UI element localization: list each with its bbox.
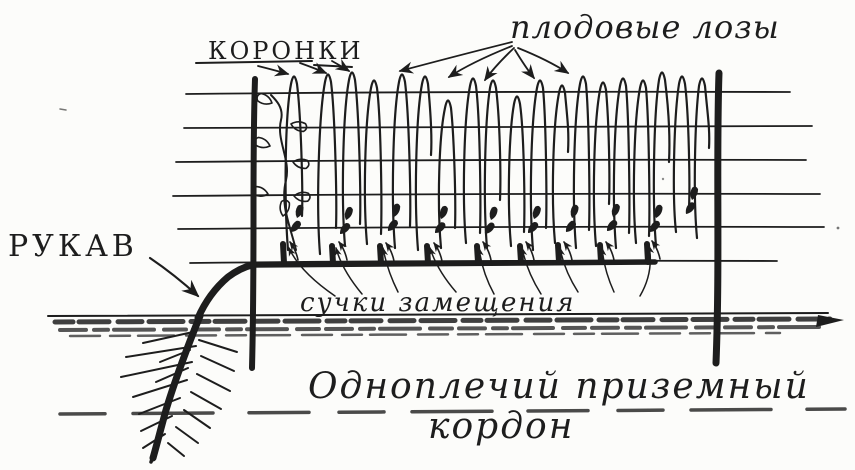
fruiting-cane bbox=[462, 77, 482, 245]
spur bbox=[280, 241, 287, 266]
fruiting-cane bbox=[572, 75, 591, 250]
root bbox=[142, 433, 166, 449]
spurs-label-arrow bbox=[428, 246, 457, 293]
scan-smudge-line bbox=[58, 407, 847, 416]
fruiting-cane bbox=[529, 79, 548, 252]
root bbox=[200, 355, 235, 372]
crowns-arrow bbox=[299, 62, 328, 74]
spur-shoot-arrow bbox=[605, 241, 615, 261]
fruiting-canes-arrow bbox=[514, 49, 535, 80]
fruiting-canes-arrow bbox=[517, 47, 570, 74]
spurs-label-arrow bbox=[520, 246, 542, 295]
fruiting-cane bbox=[363, 79, 383, 246]
spur-shoot-arrow bbox=[433, 242, 443, 262]
replacement-spurs-label: сучки замещения bbox=[300, 288, 575, 318]
spur-shoot-arrow bbox=[651, 240, 661, 260]
fruiting-cane bbox=[652, 71, 671, 248]
root bbox=[125, 345, 197, 358]
spur bbox=[377, 243, 384, 266]
spur bbox=[329, 243, 336, 266]
scan-specks bbox=[59, 108, 840, 230]
spurs-label-arrow bbox=[288, 247, 336, 297]
spur-shoot-arrow bbox=[563, 241, 573, 261]
arm-label: РУКАВ bbox=[8, 229, 138, 264]
root bbox=[142, 331, 194, 344]
root bbox=[138, 397, 181, 415]
root bbox=[190, 391, 222, 410]
trellis-posts bbox=[249, 69, 723, 371]
fruiting-cane bbox=[672, 75, 691, 234]
root bbox=[183, 409, 211, 429]
fruiting-canes-arrow bbox=[398, 41, 513, 74]
spur bbox=[424, 243, 431, 266]
caption-line2: кордон bbox=[428, 406, 574, 447]
label-arrows bbox=[148, 41, 655, 298]
spur bbox=[597, 242, 604, 265]
root bbox=[198, 339, 238, 353]
soil-band-taper bbox=[816, 315, 844, 327]
trellis-wire bbox=[177, 225, 825, 230]
root bbox=[140, 415, 173, 432]
fruiting-cane bbox=[551, 84, 570, 245]
spurs-label-arrow bbox=[476, 246, 495, 295]
caption-line1: Одноплечий приземный bbox=[308, 366, 810, 407]
root bbox=[175, 426, 199, 444]
fruiting-cane bbox=[612, 77, 631, 250]
crowns-arrow bbox=[257, 64, 290, 77]
fruiting-canes-arrow bbox=[484, 47, 515, 82]
trellis-wire bbox=[175, 158, 807, 163]
spur bbox=[644, 241, 651, 265]
spurs-label-arrow bbox=[334, 246, 363, 295]
spurs-label-arrow bbox=[557, 246, 579, 293]
left-post bbox=[249, 76, 258, 371]
spur-shoot-arrow bbox=[385, 242, 395, 262]
spur-shoot-arrow bbox=[482, 241, 492, 261]
spur bbox=[474, 243, 481, 265]
fruiting-cane bbox=[507, 95, 526, 248]
fruiting-cane bbox=[317, 73, 338, 256]
root-system bbox=[120, 312, 238, 464]
fruiting-canes-arrow bbox=[447, 45, 513, 78]
leafy-shoot bbox=[250, 91, 312, 251]
root bbox=[132, 379, 188, 398]
spur bbox=[517, 243, 524, 265]
fruiting-cane bbox=[391, 73, 412, 250]
spur bbox=[555, 242, 562, 265]
arm-trunk bbox=[194, 261, 256, 322]
cordon-arm bbox=[194, 259, 658, 322]
spurs-label-arrow bbox=[639, 244, 655, 297]
root bbox=[155, 367, 189, 383]
arm-arrow bbox=[148, 256, 200, 298]
fruiting-cane bbox=[437, 99, 457, 250]
crowns-label: КОРОНКИ bbox=[208, 37, 364, 65]
fruiting-cane bbox=[592, 81, 611, 248]
trellis-wire bbox=[185, 90, 791, 95]
fruiting-canes-label: плодовые лозы bbox=[510, 8, 780, 46]
spurs-label-arrow bbox=[599, 246, 615, 293]
root bbox=[167, 442, 185, 457]
trellis-wire bbox=[172, 192, 821, 197]
spur-shoot-arrow bbox=[525, 241, 535, 261]
horizontal-cordon bbox=[249, 259, 658, 268]
fruiting-cane bbox=[414, 75, 433, 252]
fruiting-cane bbox=[632, 79, 651, 245]
spur-shoot-arrow bbox=[338, 241, 348, 261]
fruiting-cane bbox=[693, 77, 711, 240]
crowns-underline bbox=[195, 60, 353, 68]
right-post bbox=[712, 69, 723, 367]
root bbox=[196, 373, 231, 392]
root bbox=[120, 361, 193, 378]
fruiting-cane bbox=[341, 71, 362, 248]
root bbox=[159, 349, 191, 363]
spurs-label-arrow bbox=[380, 246, 399, 293]
